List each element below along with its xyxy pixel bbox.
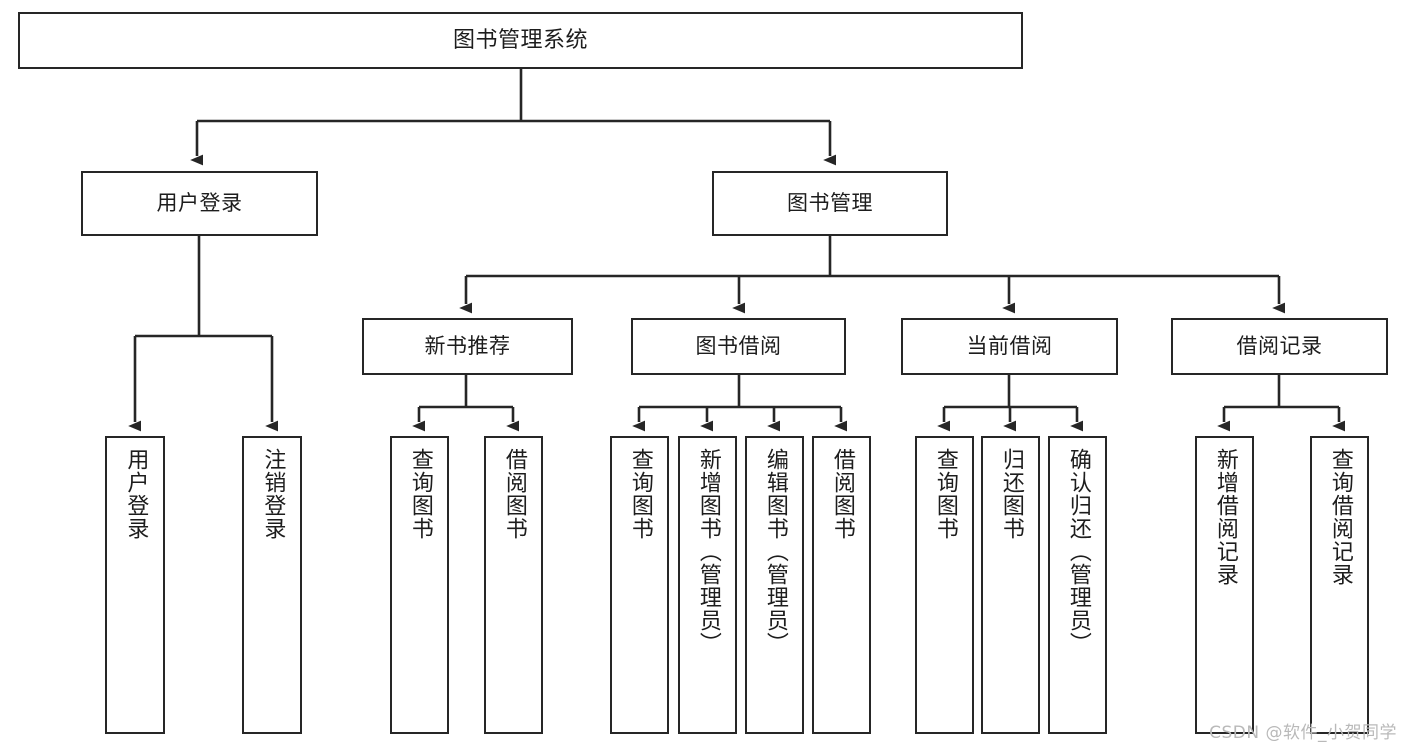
node-new-book-recommend[interactable]: 新书推荐: [362, 318, 573, 375]
node-leaf-edit-book-admin[interactable]: 编辑图书（管理员）: [745, 436, 804, 734]
node-leaf-borrow-book-2-label: 借阅图书: [829, 448, 855, 540]
node-leaf-confirm-return-admin-label: 确认归还（管理员）: [1065, 448, 1091, 655]
node-leaf-query-book-3-label: 查询图书: [932, 448, 958, 540]
node-user-login[interactable]: 用户登录: [81, 171, 318, 236]
node-current-borrow-label: 当前借阅: [966, 334, 1053, 359]
node-leaf-query-book-2[interactable]: 查询图书: [610, 436, 669, 734]
node-leaf-user-login[interactable]: 用户登录: [105, 436, 165, 734]
node-current-borrow[interactable]: 当前借阅: [901, 318, 1118, 375]
node-leaf-borrow-book-1-label: 借阅图书: [501, 448, 527, 540]
node-borrow-record-label: 借阅记录: [1236, 334, 1323, 359]
node-book-manage-label: 图书管理: [787, 191, 873, 216]
node-leaf-logout[interactable]: 注销登录: [242, 436, 302, 734]
node-book-borrow[interactable]: 图书借阅: [631, 318, 846, 375]
node-leaf-query-borrow-record-label: 查询借阅记录: [1327, 448, 1353, 586]
node-root[interactable]: 图书管理系统: [18, 12, 1023, 69]
node-book-borrow-label: 图书借阅: [695, 334, 782, 359]
node-new-book-recommend-label: 新书推荐: [424, 334, 511, 359]
node-leaf-borrow-book-1[interactable]: 借阅图书: [484, 436, 543, 734]
node-root-label: 图书管理系统: [452, 27, 588, 53]
node-borrow-record[interactable]: 借阅记录: [1171, 318, 1388, 375]
node-leaf-user-login-label: 用户登录: [123, 448, 149, 540]
node-leaf-edit-book-admin-label: 编辑图书（管理员）: [762, 448, 788, 655]
node-leaf-add-borrow-record[interactable]: 新增借阅记录: [1195, 436, 1254, 734]
node-leaf-confirm-return-admin[interactable]: 确认归还（管理员）: [1048, 436, 1107, 734]
node-leaf-borrow-book-2[interactable]: 借阅图书: [812, 436, 871, 734]
node-leaf-add-borrow-record-label: 新增借阅记录: [1212, 448, 1238, 586]
node-leaf-query-book-1-label: 查询图书: [407, 448, 433, 540]
node-leaf-return-book[interactable]: 归还图书: [981, 436, 1040, 734]
node-leaf-query-borrow-record[interactable]: 查询借阅记录: [1310, 436, 1369, 734]
csdn-watermark: CSDN @软件_小贺同学: [1209, 723, 1397, 743]
node-leaf-query-book-3[interactable]: 查询图书: [915, 436, 974, 734]
node-leaf-add-book-admin-label: 新增图书（管理员）: [695, 448, 721, 655]
node-leaf-add-book-admin[interactable]: 新增图书（管理员）: [678, 436, 737, 734]
node-leaf-query-book-2-label: 查询图书: [627, 448, 653, 540]
node-book-manage[interactable]: 图书管理: [712, 171, 948, 236]
node-leaf-query-book-1[interactable]: 查询图书: [390, 436, 449, 734]
node-user-login-label: 用户登录: [156, 191, 243, 216]
node-leaf-logout-label: 注销登录: [260, 448, 286, 540]
node-leaf-return-book-label: 归还图书: [998, 448, 1024, 540]
